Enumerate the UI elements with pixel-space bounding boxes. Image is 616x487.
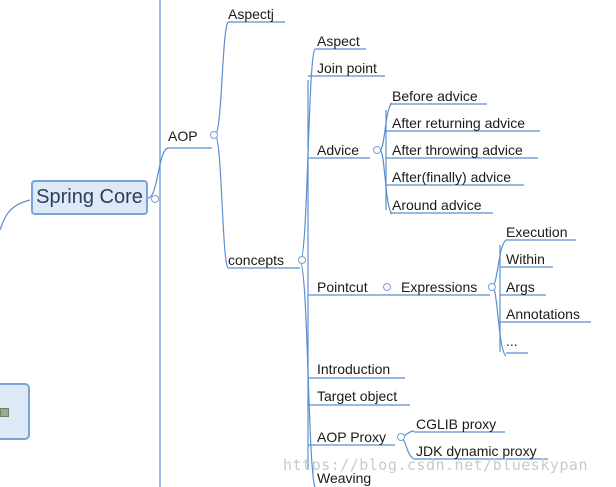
- advice-after-returning[interactable]: After returning advice: [392, 115, 526, 131]
- proxy-cglib[interactable]: CGLIB proxy: [416, 416, 497, 432]
- expr-within[interactable]: Within: [506, 251, 545, 267]
- proxy-jdk-dynamic[interactable]: JDK dynamic proxy: [416, 443, 537, 459]
- advice-around[interactable]: Around advice: [392, 197, 482, 213]
- collapse-icon[interactable]: [210, 131, 218, 139]
- expr-more[interactable]: ...: [506, 333, 518, 349]
- topic-aspect[interactable]: Aspect: [317, 33, 360, 49]
- topic-concepts[interactable]: concepts: [228, 252, 285, 268]
- expr-annotations[interactable]: Annotations: [506, 306, 580, 322]
- root-topic[interactable]: Spring Core: [31, 180, 148, 215]
- collapse-icon[interactable]: [373, 146, 381, 154]
- note-icon: [0, 408, 9, 417]
- expr-args[interactable]: Args: [506, 279, 535, 295]
- advice-after-throwing[interactable]: After throwing advice: [392, 142, 523, 158]
- watermark: https://blog.csdn.net/blueskypan: [283, 456, 588, 474]
- topic-target-object[interactable]: Target object: [317, 388, 398, 404]
- advice-before[interactable]: Before advice: [392, 88, 478, 104]
- collapse-icon[interactable]: [383, 283, 391, 291]
- topic-aop[interactable]: AOP: [168, 128, 198, 144]
- topic-expressions[interactable]: Expressions: [401, 279, 478, 295]
- expr-execution[interactable]: Execution: [506, 224, 568, 240]
- topic-pointcut[interactable]: Pointcut: [317, 279, 368, 295]
- topic-advice[interactable]: Advice: [317, 142, 360, 158]
- topic-weaving[interactable]: Weaving: [317, 470, 372, 486]
- advice-after-finally[interactable]: After(finally) advice: [392, 169, 512, 185]
- collapse-icon[interactable]: [151, 195, 159, 203]
- topic-introduction[interactable]: Introduction: [317, 361, 391, 377]
- collapse-icon[interactable]: [488, 283, 496, 291]
- topic-join-point[interactable]: Join point: [317, 60, 377, 76]
- collapse-icon[interactable]: [298, 256, 306, 264]
- topic-aop-proxy[interactable]: AOP Proxy: [317, 429, 386, 445]
- collapse-icon[interactable]: [397, 433, 405, 441]
- topic-aspectj[interactable]: Aspectj: [228, 6, 274, 22]
